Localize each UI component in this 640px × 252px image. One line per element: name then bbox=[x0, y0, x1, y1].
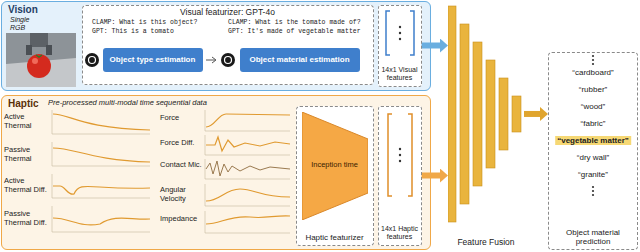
vector-dot bbox=[399, 154, 401, 156]
fusion-bar bbox=[460, 24, 469, 204]
vector-dot bbox=[399, 148, 401, 150]
signal-label: Contact Mic. bbox=[160, 161, 203, 170]
photo-background bbox=[6, 33, 76, 87]
node-text: 14x1 Haptic features bbox=[380, 225, 420, 241]
photo-tomato-highlight bbox=[32, 58, 38, 64]
material-option: “vegetable matter” bbox=[555, 136, 631, 145]
vision-panel: Vision Visual featurizer: GPT-4oObject ty… bbox=[1, 1, 431, 91]
featurizer-box: Visual featurizer: GPT-4oObject type est… bbox=[82, 5, 374, 85]
fusion-block: Feature Fusion bbox=[448, 4, 524, 250]
ellipsis-dot bbox=[592, 194, 594, 196]
ellipsis-dot bbox=[592, 63, 594, 65]
signal-plot bbox=[53, 114, 150, 130]
node-text: Object material prediction bbox=[552, 228, 634, 246]
flow-arrow bbox=[524, 111, 540, 117]
photo-gripper bbox=[46, 45, 52, 55]
signal-label: Passive Thermal bbox=[4, 146, 50, 163]
gpt-icon bbox=[89, 57, 96, 64]
vector-dot bbox=[399, 160, 401, 162]
node-text: Vision bbox=[8, 4, 38, 16]
material-option: “dry wall” bbox=[577, 153, 609, 162]
fusion-bar bbox=[486, 60, 495, 168]
ellipsis-dot bbox=[592, 186, 594, 188]
fusion-bar bbox=[499, 78, 508, 150]
prediction-box: Object material prediction bbox=[548, 52, 638, 250]
signal-plot bbox=[206, 216, 290, 224]
node-text: Haptic bbox=[8, 98, 39, 110]
signal-plot bbox=[206, 114, 290, 127]
node-text: Feature Fusion bbox=[457, 238, 514, 248]
vector-bracket bbox=[386, 11, 414, 55]
dialog-line: CLAMP: What is this object? bbox=[92, 19, 222, 26]
signal-label: Passive Thermal Diff. bbox=[4, 210, 50, 227]
signal-plot bbox=[53, 186, 150, 194]
signal-label: Force Diff. bbox=[160, 139, 203, 148]
small-arrow bbox=[206, 57, 216, 63]
plot-axis bbox=[52, 110, 150, 232]
node-text: Object type estimation bbox=[110, 55, 196, 64]
signal-label: Force bbox=[160, 114, 203, 123]
signal-label: Active Thermal bbox=[4, 113, 50, 130]
node-text: Haptic featurizer bbox=[305, 233, 363, 242]
node-text: Inception time bbox=[311, 161, 358, 170]
process-box: Object type estimation bbox=[103, 48, 203, 72]
material-option: “cardboard” bbox=[572, 68, 613, 77]
haptic-panel: HapticHaptic featurizer Inception time 14x… bbox=[1, 95, 431, 250]
signal-plot bbox=[206, 137, 290, 151]
signal-plot bbox=[206, 189, 290, 201]
dialog-line: GPT: This is a tomato bbox=[92, 28, 222, 35]
node-text: 14x1 Visual features bbox=[380, 66, 420, 82]
fusion-shape bbox=[448, 4, 524, 250]
photo-gripper bbox=[26, 45, 32, 55]
node-text: Object material estimation bbox=[249, 55, 349, 64]
signal-plot bbox=[53, 148, 150, 162]
featurizer-box: Haptic featurizer Inception time bbox=[296, 106, 374, 246]
material-option: “wood” bbox=[581, 102, 605, 111]
photo-tomato-stem bbox=[36, 55, 42, 57]
material-option: “rubber” bbox=[579, 85, 607, 94]
vector-dot bbox=[399, 38, 401, 40]
gpt-icon bbox=[225, 57, 232, 64]
vector-fill bbox=[378, 5, 422, 87]
vector-dot bbox=[399, 26, 401, 28]
vision-panel-fill bbox=[1, 1, 431, 91]
inception-trapezoid: Inception time bbox=[302, 112, 368, 220]
signal-label: Active Thermal Diff. bbox=[4, 177, 50, 194]
signal-label: Angular Velocity bbox=[160, 186, 203, 203]
feature-vector: 14x1 Visual features bbox=[378, 5, 422, 87]
vector-bracket bbox=[388, 114, 412, 196]
signal-label: Pre-processed multi-modal time sequentia… bbox=[48, 99, 293, 108]
signal-plot bbox=[53, 218, 150, 225]
process-box: Object material estimation bbox=[240, 48, 360, 72]
fusion-bar bbox=[512, 96, 521, 132]
gpt-icon bbox=[221, 53, 235, 67]
gpt-icon bbox=[85, 53, 99, 67]
vector-fill bbox=[378, 106, 422, 246]
featurizer-fill bbox=[82, 5, 374, 85]
fusion-bar bbox=[448, 6, 456, 222]
ellipsis-dot bbox=[592, 190, 594, 192]
vector-dot bbox=[399, 32, 401, 34]
plot-axis bbox=[205, 110, 290, 233]
signal-plot bbox=[206, 161, 290, 176]
ellipsis-dot bbox=[592, 55, 594, 57]
node-text: Visual featurizer: GPT-4o bbox=[180, 8, 275, 18]
feature-vector: 14x1 Haptic features bbox=[378, 106, 422, 246]
material-option: “fabric” bbox=[581, 119, 606, 128]
dialog-line: CLAMP: What is the tomato made of? bbox=[228, 19, 372, 26]
fusion-bar bbox=[473, 42, 482, 186]
material-option: “granite” bbox=[578, 170, 608, 179]
trapezoid-outline bbox=[302, 112, 368, 220]
ellipsis-dot bbox=[592, 59, 594, 61]
signal-label: Impedance bbox=[160, 215, 203, 224]
photo-gripper bbox=[30, 33, 48, 47]
haptic-panel-fill bbox=[1, 95, 431, 250]
dialog-line: GPT: It's made of vegetable matter bbox=[228, 28, 372, 35]
signal-label: Single RGB bbox=[10, 16, 42, 32]
featurizer-fill bbox=[296, 106, 374, 246]
photo-tomato bbox=[27, 54, 51, 78]
